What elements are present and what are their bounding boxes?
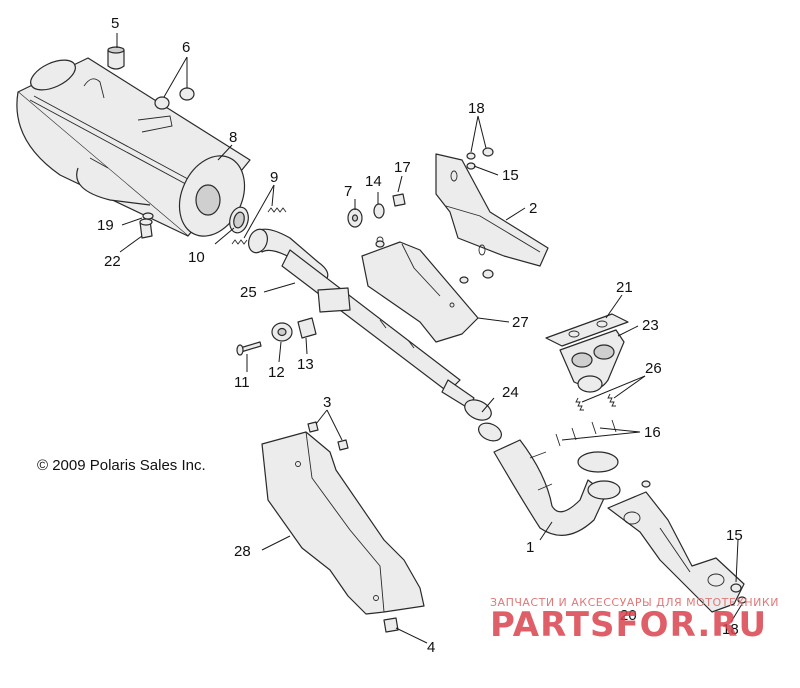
heat-shield-part-28 (261, 431, 425, 615)
callout-labels: 5 6 8 9 10 19 22 25 7 14 17 18 15 2 27 2… (97, 15, 743, 656)
gasket-part-10 (229, 206, 249, 234)
callout-1: 1 (526, 539, 534, 556)
muffler-part-8 (16, 57, 251, 237)
washer-part-14 (373, 203, 385, 219)
callout-23: 23 (642, 317, 659, 334)
bolt-part-11 (236, 341, 262, 356)
grommet-part-5 (107, 46, 125, 70)
watermark-brand: PARTSFOR.RU (490, 605, 767, 645)
leader-lines (116, 33, 743, 644)
bracket-part-2 (435, 153, 549, 267)
clamp-part-24 (464, 399, 502, 442)
exhaust-manifold-part-23 (559, 329, 625, 393)
washer-part-19 (142, 212, 154, 220)
nut-part-17 (392, 193, 406, 207)
callout-2: 2 (529, 200, 537, 217)
callout-28: 28 (234, 543, 251, 560)
callout-11: 11 (234, 374, 250, 391)
callout-16: 16 (644, 424, 661, 441)
callout-7: 7 (344, 183, 352, 200)
hardware-part-18-15-upper (375, 147, 494, 284)
pipe-part-25 (247, 228, 475, 409)
gasket-part-21 (545, 313, 629, 347)
watermark: ЗАПЧАСТИ И АКСЕССУАРЫ ДЛЯ МОТОТЕХНИКИ PA… (490, 596, 779, 645)
callout-20: 20 (620, 607, 637, 624)
fastener-part-3 (307, 421, 349, 451)
head-pipe-part-1 (493, 439, 621, 536)
callout-22: 22 (104, 253, 121, 270)
callout-24: 24 (502, 384, 519, 401)
callout-4: 4 (427, 639, 435, 656)
callout-18-lower: 18 (722, 621, 739, 638)
callout-19: 19 (97, 217, 114, 234)
hardware-part-15-18-lower (641, 480, 747, 604)
callout-26: 26 (645, 360, 662, 377)
grommets-part-6 (154, 87, 195, 110)
copyright-notice: © 2009 Polaris Sales Inc. (37, 457, 206, 474)
heat-shield-part-27 (361, 236, 479, 343)
callout-18-upper: 18 (468, 100, 485, 117)
callout-13: 13 (297, 356, 314, 373)
callout-3: 3 (323, 394, 331, 411)
springs-part-26 (575, 393, 616, 411)
fastener-part-4 (383, 617, 399, 633)
callout-17: 17 (394, 159, 411, 176)
callout-12: 12 (268, 364, 285, 381)
callout-8: 8 (229, 129, 237, 146)
callout-6: 6 (182, 39, 190, 56)
spacer-part-13 (297, 317, 317, 339)
callout-27: 27 (512, 314, 529, 331)
watermark-tagline: ЗАПЧАСТИ И АКСЕССУАРЫ ДЛЯ МОТОТЕХНИКИ (490, 596, 779, 609)
callout-15-upper: 15 (502, 167, 519, 184)
callout-15-lower: 15 (726, 527, 743, 544)
washer-part-7 (347, 208, 363, 228)
callout-25: 25 (240, 284, 257, 301)
bolt-part-22 (139, 218, 153, 239)
springs-part-9 (231, 207, 287, 245)
callout-5: 5 (111, 15, 119, 32)
grommet-part-12 (271, 322, 293, 342)
callout-14: 14 (365, 173, 382, 190)
bolts-part-16 (555, 419, 617, 447)
bracket-part-20 (607, 491, 745, 613)
callout-10: 10 (188, 249, 205, 266)
callout-9: 9 (270, 169, 278, 186)
callout-21: 21 (616, 279, 633, 296)
